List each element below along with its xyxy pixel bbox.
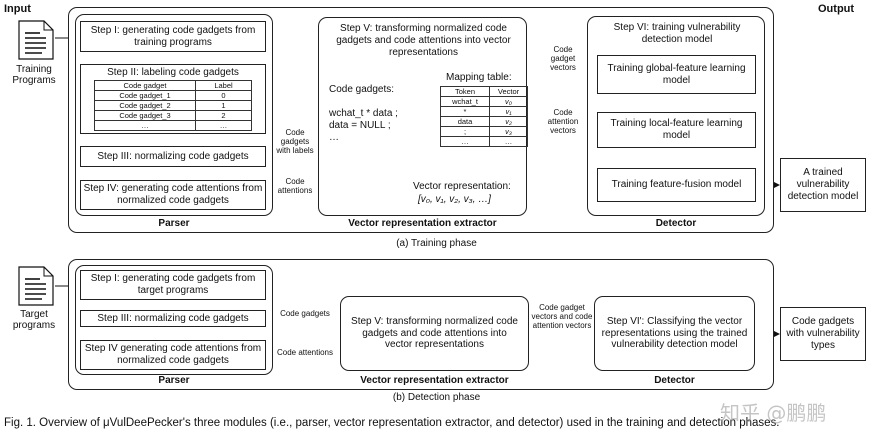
table-cell: v₂ [489, 116, 528, 127]
label-table-header: Code gadget [94, 80, 196, 91]
input-label: Input [4, 3, 31, 15]
mapping-table: Token Vector wchat_t v₀ * v₁ data v₂ ; v… [440, 86, 528, 147]
table-cell: 0 [195, 90, 252, 101]
detection-extractor-box: Step V: transforming normalized code gad… [340, 296, 529, 371]
code-gadgets-arrow-label: Code gadgets [280, 309, 330, 318]
table-row: data v₂ [440, 116, 528, 127]
detection-phase-caption: (b) Detection phase [392, 392, 481, 403]
label-table-header: Label [195, 80, 252, 91]
vectors-arrow-label: Code gadget vectors and code attention v… [531, 303, 593, 330]
table-cell: 1 [195, 100, 252, 111]
code-gadgets-label: Code gadgets: [329, 84, 395, 95]
table-cell: v₃ [489, 126, 528, 137]
code-attentions-label: Code attentions [277, 177, 313, 195]
detection-step3-box: Step III: normalizing code gadgets [80, 310, 266, 327]
table-row: wchat_t v₀ [440, 96, 528, 107]
vector-representation-value: [v₀, v₁, v₂, v₃, …] [418, 194, 491, 205]
training-step1-box: Step I: generating code gadgets from tra… [80, 21, 266, 52]
table-row: ; v₃ [440, 126, 528, 137]
table-cell: … [489, 136, 528, 147]
training-parser-title: Parser [158, 218, 190, 229]
training-phase-caption: (a) Training phase [396, 238, 477, 249]
table-row: … … [440, 136, 528, 147]
global-feature-box: Training global-feature learning model [597, 55, 756, 94]
local-feature-box: Training local-feature learning model [597, 112, 756, 148]
mapping-table-title: Mapping table: [446, 72, 512, 83]
table-cell: … [94, 120, 196, 131]
training-step2-box: Step II: labeling code gadgets Code gadg… [80, 64, 266, 134]
table-cell: v₀ [489, 96, 528, 107]
vulnerability-types-output-box: Code gadgets with vulnerability types [780, 307, 866, 361]
label-table: Code gadget Label Code gadget_1 0 Code g… [94, 80, 252, 131]
document-icon [18, 266, 54, 311]
attention-vectors-label: Code attention vectors [547, 108, 579, 135]
table-row: … … [94, 120, 252, 131]
table-row: Code gadget_3 2 [94, 110, 252, 121]
document-icon [18, 20, 54, 65]
table-cell: … [440, 136, 490, 147]
table-cell: * [440, 106, 490, 117]
detection-step1-box: Step I: generating code gadgets from tar… [80, 270, 266, 300]
table-cell: 2 [195, 110, 252, 121]
mapping-header: Vector [489, 86, 528, 97]
mapping-header: Token [440, 86, 490, 97]
table-cell: wchat_t [440, 96, 490, 107]
table-row: Code gadget_1 0 [94, 90, 252, 101]
table-cell: v₁ [489, 106, 528, 117]
table-cell: data [440, 116, 490, 127]
training-step4-box: Step IV: generating code attentions from… [80, 180, 266, 210]
training-step2-title: Step II: labeling code gadgets [107, 67, 239, 78]
code-gadget-lines: wchat_t * data ; data = NULL ; … [329, 108, 398, 143]
trained-model-output-box: A trained vulnerability detection model [780, 158, 866, 212]
table-cell: Code gadget_2 [94, 100, 196, 111]
table-cell: Code gadget_1 [94, 90, 196, 101]
code-attentions-arrow-label: Code attentions [276, 348, 334, 357]
vector-representation-label: Vector representation: [413, 181, 511, 192]
figure-caption: Fig. 1. Overview of μVulDeePecker's thre… [4, 417, 780, 429]
table-row: Code gadget_2 1 [94, 100, 252, 111]
gadget-vectors-label: Code gadget vectors [550, 45, 576, 72]
training-extractor-title: Vector representation extractor [348, 218, 497, 229]
detection-extractor-title: Vector representation extractor [360, 375, 509, 386]
detection-parser-title: Parser [158, 375, 190, 386]
training-detector-title: Detector [655, 218, 697, 229]
watermark: 知乎 @鹏鹏 [720, 401, 827, 425]
training-step6-text: Step VI: training vulnerability detectio… [613, 22, 741, 45]
table-cell: … [195, 120, 252, 131]
table-row: * v₁ [440, 106, 528, 117]
feature-fusion-box: Training feature-fusion model [597, 168, 756, 202]
training-step3-box: Step III: normalizing code gadgets [80, 146, 266, 167]
table-cell: ; [440, 126, 490, 137]
training-step5-text: Step V: transforming normalized code gad… [336, 23, 511, 58]
detection-detector-box: Step VI': Classifying the vector represe… [594, 296, 755, 371]
detection-detector-title: Detector [654, 375, 695, 386]
table-cell: Code gadget_3 [94, 110, 196, 121]
detection-step4-box: Step IV generating code attentions from … [80, 340, 266, 370]
training-extractor-box: Step V: transforming normalized code gad… [318, 17, 528, 216]
output-label: Output [818, 3, 855, 15]
gadgets-with-labels-label: Code gadgets with labels [276, 128, 314, 155]
